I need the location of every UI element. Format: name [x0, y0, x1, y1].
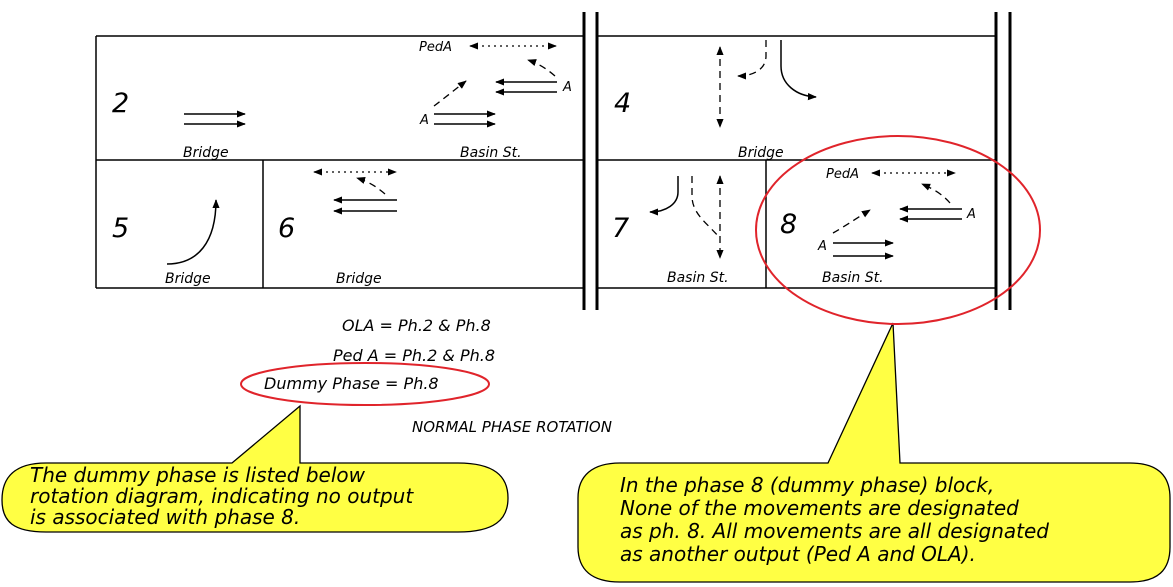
phase-8-overlap-a-right: A [966, 207, 976, 222]
note-dummy-phase: Dummy Phase = Ph.8 [264, 374, 439, 393]
callout-right-line-1: In the phase 8 (dummy phase) block, [620, 473, 994, 497]
highlight-ellipse-dummy-note [240, 362, 490, 406]
phase-5-number: 5 [112, 213, 129, 244]
phase-grid [95, 35, 996, 289]
callout-left-line-2: rotation diagram, indicating no output [30, 484, 414, 508]
callout-right-line-2: None of the movements are designated [620, 496, 1019, 520]
phase-2-ped-label: PedA [419, 40, 452, 55]
callout-left-line-3: is associated with phase 8. [30, 505, 300, 529]
phase-6-number: 6 [278, 213, 295, 244]
phase-notes: OLA = Ph.2 & Ph.8 Ped A = Ph.2 & Ph.8 Du… [264, 316, 612, 436]
phase-2-overlap-a-left: A [419, 113, 429, 128]
callout-right-line-4: as another output (Ped A and OLA). [620, 542, 976, 566]
phase-7-number: 7 [612, 213, 629, 244]
phase-4-block: 4 Bridge [614, 40, 817, 161]
phase-7-label-basin: Basin St. [667, 270, 729, 286]
phase-8-overlap-a-left: A [817, 239, 827, 254]
phase-6-label-bridge: Bridge [336, 271, 382, 287]
phase-5-label-bridge: Bridge [165, 271, 211, 287]
callout-left: The dummy phase is listed below rotation… [1, 404, 509, 533]
phase-2-label-bridge: Bridge [183, 145, 229, 161]
callout-right: In the phase 8 (dummy phase) block, None… [577, 322, 1171, 583]
ring-barriers [582, 12, 1012, 310]
phase-2-number: 2 [112, 88, 129, 119]
highlight-ellipse-phase-8 [755, 135, 1041, 325]
callout-left-line-1: The dummy phase is listed below [30, 463, 366, 487]
callout-right-line-3: as ph. 8. All movements are all designat… [620, 519, 1049, 543]
phase-8-number: 8 [780, 209, 797, 240]
phase-5-block: 5 Bridge [112, 199, 220, 287]
note-ped-a: Ped A = Ph.2 & Ph.8 [333, 346, 495, 365]
diagram-title: NORMAL PHASE ROTATION [412, 418, 612, 436]
phase-2-label-basin: Basin St. [460, 145, 522, 161]
phase-7-block: 7 Basin St. [612, 175, 729, 286]
phase-2-block: 2 Bridge Basin St. PedA A A [112, 40, 572, 161]
phase-6-block: 6 Bridge [278, 168, 397, 287]
phase-4-label-bridge: Bridge [738, 145, 784, 161]
phase-8-block: 8 PedA A A Basin St. [780, 167, 976, 286]
phase-4-number: 4 [614, 88, 631, 119]
phase-2-overlap-a-right: A [562, 80, 572, 95]
phase-8-ped-label: PedA [826, 167, 859, 182]
phase-8-label-basin: Basin St. [822, 270, 884, 286]
note-ola: OLA = Ph.2 & Ph.8 [342, 316, 491, 335]
